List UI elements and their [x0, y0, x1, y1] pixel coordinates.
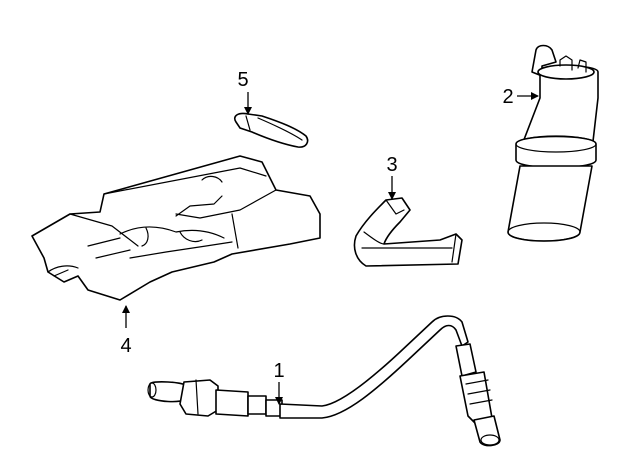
- part-1-sensor[interactable]: [147, 315, 501, 447]
- callout-5-label: 5: [237, 69, 248, 91]
- callout-1: 1: [273, 360, 285, 405]
- part-4-shield[interactable]: [31, 155, 321, 301]
- part-3-strap[interactable]: [353, 197, 463, 267]
- callout-5: 5: [237, 69, 252, 115]
- callout-3: 3: [386, 154, 398, 200]
- part-5-clip[interactable]: [233, 112, 309, 148]
- callout-1-label: 1: [273, 360, 284, 382]
- callout-4-label: 4: [120, 335, 131, 357]
- callout-4: 4: [120, 305, 132, 357]
- callout-3-label: 3: [386, 154, 397, 176]
- callout-2-label: 2: [502, 86, 513, 108]
- part-2-canister[interactable]: [507, 44, 599, 242]
- callout-2: 2: [502, 86, 539, 108]
